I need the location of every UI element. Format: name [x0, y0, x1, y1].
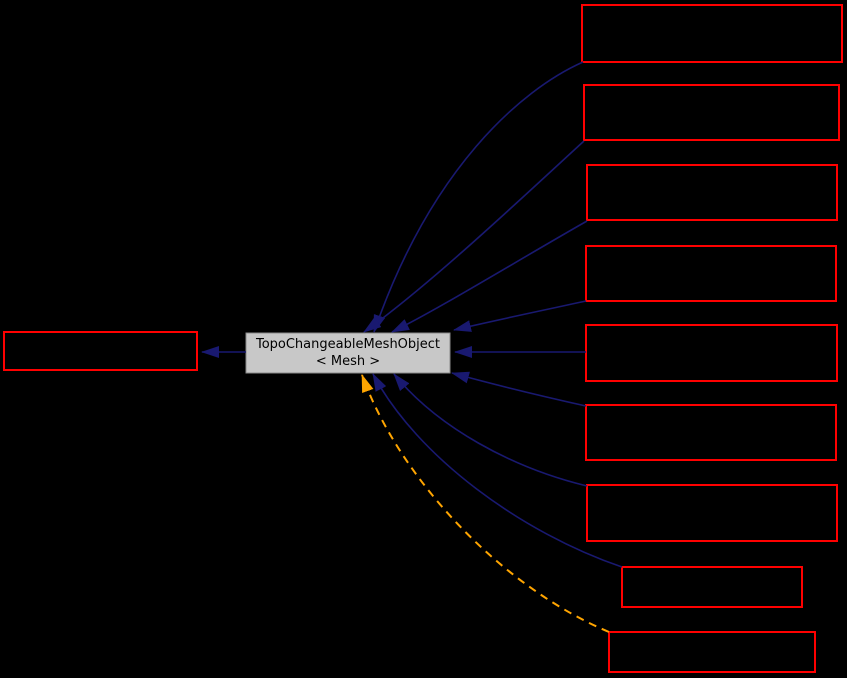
derived-class-node-2[interactable] [583, 84, 840, 141]
derived-class-node-6[interactable] [585, 404, 837, 461]
nodes-layer [3, 4, 843, 673]
edge-derived3-to-focus [391, 220, 588, 333]
template-relation-node[interactable] [608, 631, 816, 673]
edges-layer [201, 61, 623, 633]
derived-class-node-3[interactable] [586, 164, 838, 221]
derived-class-node-8[interactable] [621, 566, 803, 608]
derived-class-node-5[interactable] [585, 324, 838, 382]
edge-derived4-to-focus [453, 300, 587, 332]
derived-class-node-4[interactable] [585, 245, 837, 302]
edge-derived6-to-focus [451, 371, 587, 407]
edge-derived1-to-focus [373, 61, 584, 333]
derived-class-node-1[interactable] [581, 4, 843, 63]
derived-class-node-7[interactable] [586, 484, 838, 542]
edge-template-to-focus [361, 374, 610, 633]
edge-derived2-to-focus [363, 140, 585, 333]
edge-derived8-to-focus [372, 373, 623, 568]
focus-class-node[interactable] [245, 332, 451, 374]
base-class-node[interactable] [3, 331, 198, 371]
edge-derived7-to-focus [393, 373, 588, 487]
